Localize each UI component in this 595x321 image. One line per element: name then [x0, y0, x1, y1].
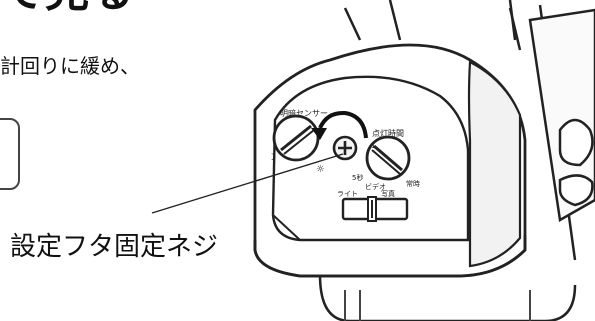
sun-icon: ☼: [316, 164, 325, 175]
time-long-label: 常時: [406, 179, 420, 188]
mount-body: [528, 8, 595, 222]
mode-video-label: ビデオ: [365, 182, 386, 191]
section-heading: で見る: [0, 0, 135, 14]
fixing-screw[interactable]: [332, 135, 358, 161]
rotation-arrow-icon: [318, 110, 368, 139]
housing-top: [343, 0, 517, 41]
panel-bevel: [272, 214, 468, 241]
arrowhead-icon: [311, 128, 327, 140]
brightness-dial[interactable]: [272, 114, 320, 162]
base-stripes: [344, 290, 531, 321]
night-icon: ☽: [268, 153, 276, 163]
time-tick-label: 1: [371, 142, 375, 150]
dome-lower-rim: [253, 235, 527, 278]
time-label: 点灯時間: [372, 128, 404, 138]
leader-line: [151, 153, 344, 214]
cropped-frame: [0, 118, 20, 190]
mode-switch[interactable]: [341, 196, 409, 222]
mode-photo-label: 写真: [381, 189, 395, 198]
mode-light-label: ライト: [337, 190, 358, 198]
instruction-text: 計回りに緩め、: [0, 54, 140, 78]
mount-clip-lower: [558, 174, 594, 207]
time-short-label: 5秒: [352, 173, 363, 182]
brightness-label: 明暗センサー: [280, 108, 328, 118]
callout-label: 設定フタ固定ネジ: [10, 232, 219, 262]
time-dial[interactable]: [365, 135, 411, 181]
mount-clip: [558, 118, 594, 167]
camera-base: [318, 274, 577, 321]
dome-side-edge: [467, 60, 522, 268]
